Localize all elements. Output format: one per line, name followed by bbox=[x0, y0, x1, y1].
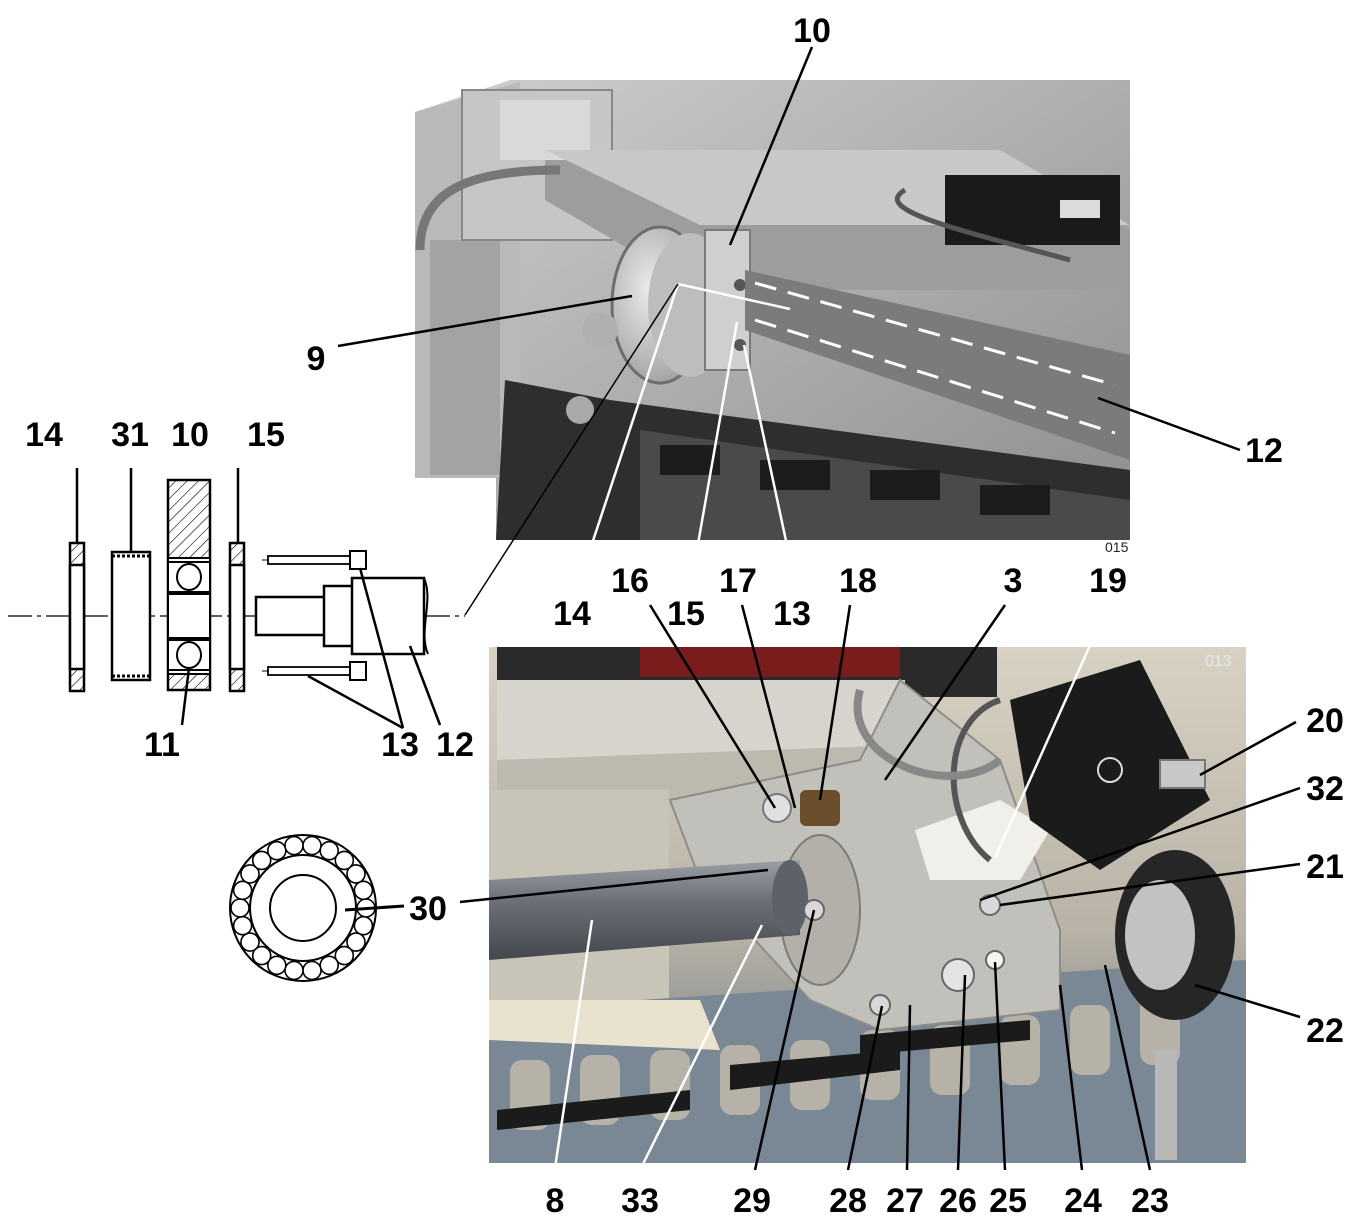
callout-16: 16 bbox=[611, 562, 649, 600]
needle-roller bbox=[266, 840, 287, 861]
callout-20: 20 bbox=[1306, 702, 1344, 740]
needle-roller bbox=[302, 835, 322, 856]
callout-22: 22 bbox=[1306, 1012, 1344, 1050]
callout-12-drawing: 12 bbox=[436, 726, 474, 764]
callout-25: 25 bbox=[989, 1182, 1027, 1220]
needle-roller bbox=[284, 960, 304, 981]
needle-roller bbox=[346, 932, 366, 952]
callout-23: 23 bbox=[1131, 1182, 1169, 1220]
needle-roller bbox=[230, 898, 250, 918]
callout-32: 32 bbox=[1306, 770, 1344, 808]
top-photo: 015 bbox=[415, 80, 1130, 555]
needle-roller bbox=[319, 840, 340, 861]
callout-33: 33 bbox=[621, 1182, 659, 1220]
needle-roller bbox=[334, 850, 355, 871]
callout-27: 27 bbox=[886, 1182, 924, 1220]
callout-10-top: 10 bbox=[793, 12, 831, 50]
needle-roller bbox=[251, 850, 272, 871]
bottom-photo-code: 013 bbox=[1205, 653, 1232, 670]
needle-roller bbox=[232, 915, 253, 936]
callout-12-top: 12 bbox=[1245, 432, 1283, 470]
callout-30: 30 bbox=[409, 890, 447, 928]
needle-roller bbox=[334, 945, 355, 966]
callout-9: 9 bbox=[307, 340, 326, 378]
needle-roller bbox=[232, 880, 253, 901]
callout-3: 3 bbox=[1004, 562, 1023, 600]
needle-roller bbox=[284, 835, 304, 856]
callout-31: 31 bbox=[111, 416, 149, 454]
needle-roller bbox=[353, 880, 374, 901]
needle-roller bbox=[302, 960, 322, 981]
callout-10-drawing: 10 bbox=[171, 416, 209, 454]
callout-28: 28 bbox=[829, 1182, 867, 1220]
callout-labels: 10 9 12 14 31 10 15 11 13 12 30 16 17 18… bbox=[25, 12, 1344, 1220]
callout-14-drawing: 14 bbox=[25, 416, 63, 454]
callout-11: 11 bbox=[144, 726, 180, 764]
top-photo-code: 015 bbox=[1105, 539, 1129, 555]
needle-roller bbox=[251, 945, 272, 966]
bearing-end-view bbox=[229, 834, 405, 982]
needle-roller bbox=[346, 864, 366, 884]
callout-15-drawing: 15 bbox=[247, 416, 285, 454]
needle-roller bbox=[240, 864, 260, 884]
callout-13-drawing: 13 bbox=[381, 726, 419, 764]
callout-13-photo: 13 bbox=[773, 595, 811, 633]
callout-24: 24 bbox=[1064, 1182, 1102, 1220]
callout-15-photo: 15 bbox=[667, 595, 705, 633]
callout-29: 29 bbox=[733, 1182, 771, 1220]
needle-roller bbox=[319, 955, 340, 976]
callout-21: 21 bbox=[1306, 848, 1344, 886]
exploded-section-drawing bbox=[8, 468, 465, 730]
callout-26: 26 bbox=[939, 1182, 977, 1220]
photo-leader-lines bbox=[337, 46, 1301, 1171]
callout-8: 8 bbox=[546, 1182, 565, 1220]
callout-17: 17 bbox=[719, 562, 757, 600]
needle-roller bbox=[353, 915, 374, 936]
callout-18: 18 bbox=[839, 562, 877, 600]
callout-14-photo: 14 bbox=[553, 595, 591, 633]
callout-19: 19 bbox=[1089, 562, 1127, 600]
needle-roller bbox=[240, 932, 260, 952]
needle-roller bbox=[266, 955, 287, 976]
